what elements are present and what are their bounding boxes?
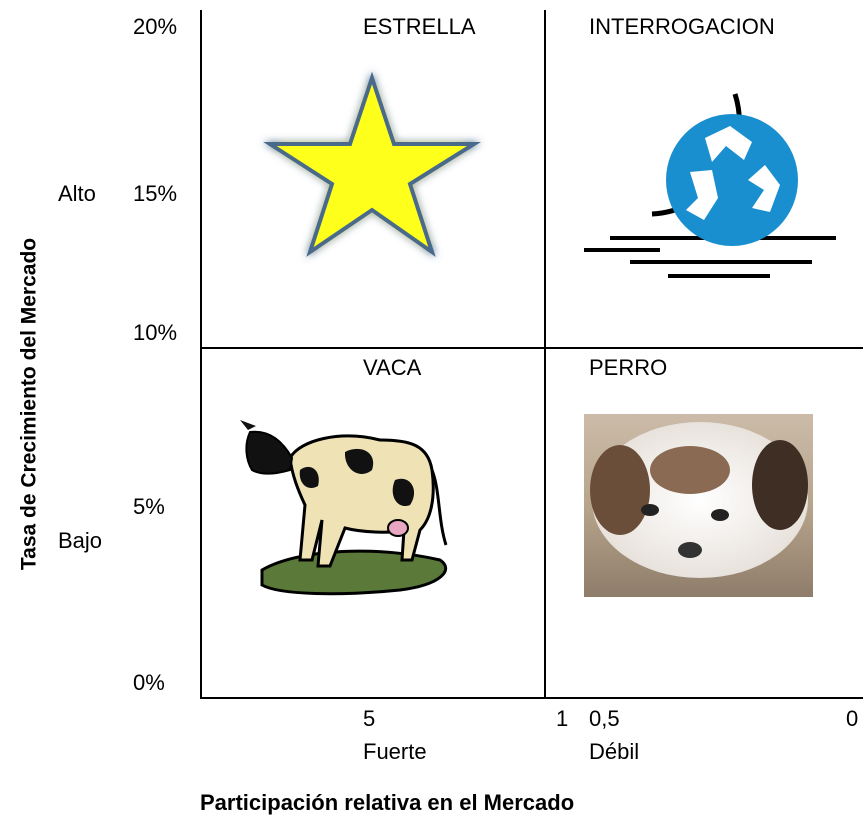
y-tick: 0%	[133, 670, 165, 695]
x-tick: 5	[363, 706, 376, 731]
x-level-fuerte: Fuerte	[363, 739, 427, 764]
x-axis-title: Participación relativa en el Mercado	[200, 790, 575, 815]
y-tick: 20%	[133, 14, 178, 39]
x-tick: 0,5	[589, 706, 620, 731]
quadrant-label-interrogacion: INTERROGACION	[589, 14, 775, 39]
y-tick: 10%	[133, 320, 178, 345]
y-axis-title: Tasa de Crecimiento del Mercado	[17, 237, 41, 571]
quadrant-label-perro: PERRO	[589, 355, 668, 380]
y-tick: 15%	[133, 181, 178, 206]
quadrant-label-vaca: VACA	[363, 355, 422, 380]
y-tick: 5%	[133, 494, 165, 519]
x-tick: 1	[556, 706, 569, 731]
x-tick: 0	[846, 706, 859, 731]
quadrant-label-estrella: ESTRELLA	[363, 14, 476, 39]
y-level-alto: Alto	[58, 181, 96, 206]
x-level-debil: Débil	[589, 739, 640, 764]
y-level-bajo: Bajo	[58, 528, 103, 553]
